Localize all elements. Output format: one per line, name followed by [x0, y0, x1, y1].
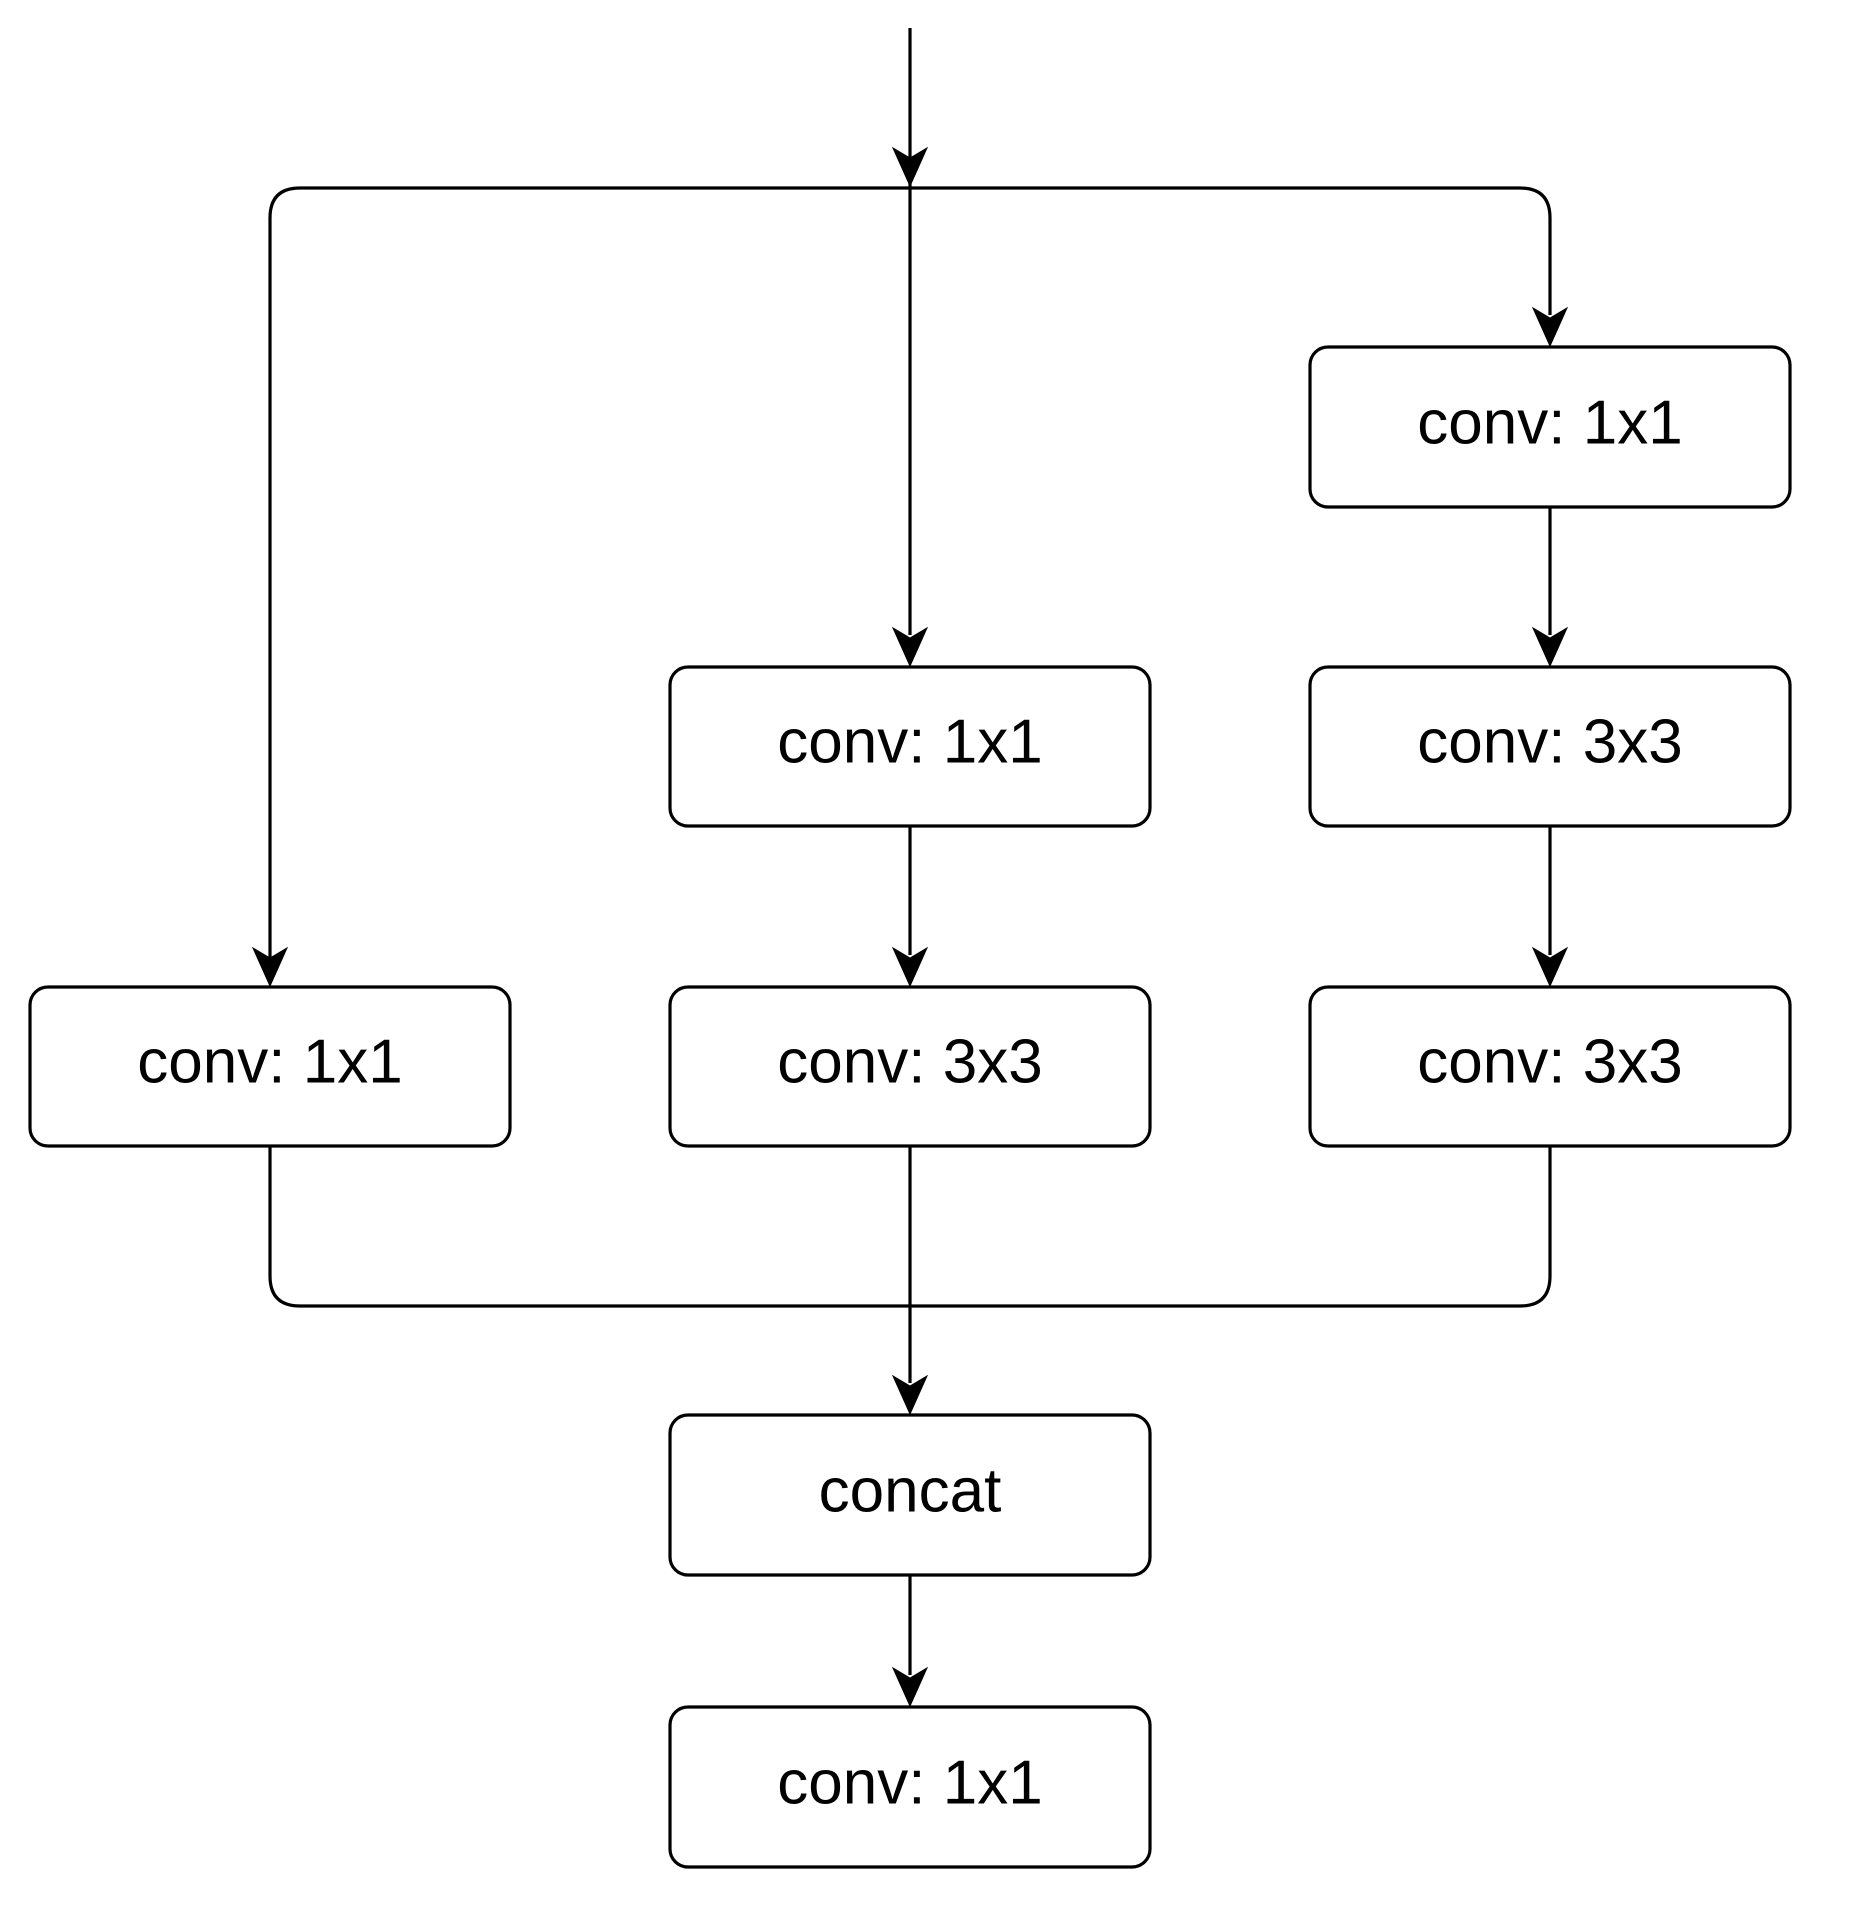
arrowhead-b2-conv1x1 — [891, 626, 929, 668]
arrowhead-b3-conv3x3a — [1531, 626, 1569, 668]
node-branch3-conv1x1: conv: 1x1 — [1308, 345, 1792, 509]
node-branch2-conv3x3: conv: 3x3 — [668, 985, 1152, 1148]
arrowhead-b2-conv3x3 — [891, 946, 929, 988]
arrowhead-b1-conv1x1 — [251, 946, 289, 988]
node-branch2-conv1x1: conv: 1x1 — [668, 665, 1152, 828]
node-branch3-conv3x3-b: conv: 3x3 — [1308, 985, 1792, 1148]
node-label: conv: 1x1 — [777, 1748, 1042, 1817]
node-branch1-conv1x1: conv: 1x1 — [28, 985, 512, 1148]
node-branch3-conv3x3-a: conv: 3x3 — [1308, 665, 1792, 828]
arrowhead-b3-conv1x1 — [1531, 306, 1569, 348]
node-label: concat — [819, 1456, 1002, 1525]
node-label: conv: 1x1 — [137, 1027, 402, 1096]
edge-split-right — [910, 186, 1552, 315]
node-label: conv: 3x3 — [1417, 707, 1682, 776]
edges — [268, 28, 1552, 1675]
node-label: conv: 3x3 — [777, 1027, 1042, 1096]
node-label: conv: 1x1 — [777, 707, 1042, 776]
arrowhead-b3-conv3x3b — [1531, 946, 1569, 988]
arrowhead-output — [891, 1666, 929, 1708]
node-label: conv: 3x3 — [1417, 1027, 1682, 1096]
node-output-conv1x1: conv: 1x1 — [668, 1705, 1152, 1869]
edge-merge-left — [268, 1146, 910, 1308]
arrowheads — [251, 146, 1569, 1708]
node-concat: concat — [668, 1413, 1152, 1577]
arrowhead-split — [891, 146, 929, 188]
edge-split-left — [268, 186, 910, 968]
arrowhead-concat — [891, 1374, 929, 1416]
node-label: conv: 1x1 — [1417, 388, 1682, 457]
edge-merge-right — [910, 1146, 1552, 1308]
